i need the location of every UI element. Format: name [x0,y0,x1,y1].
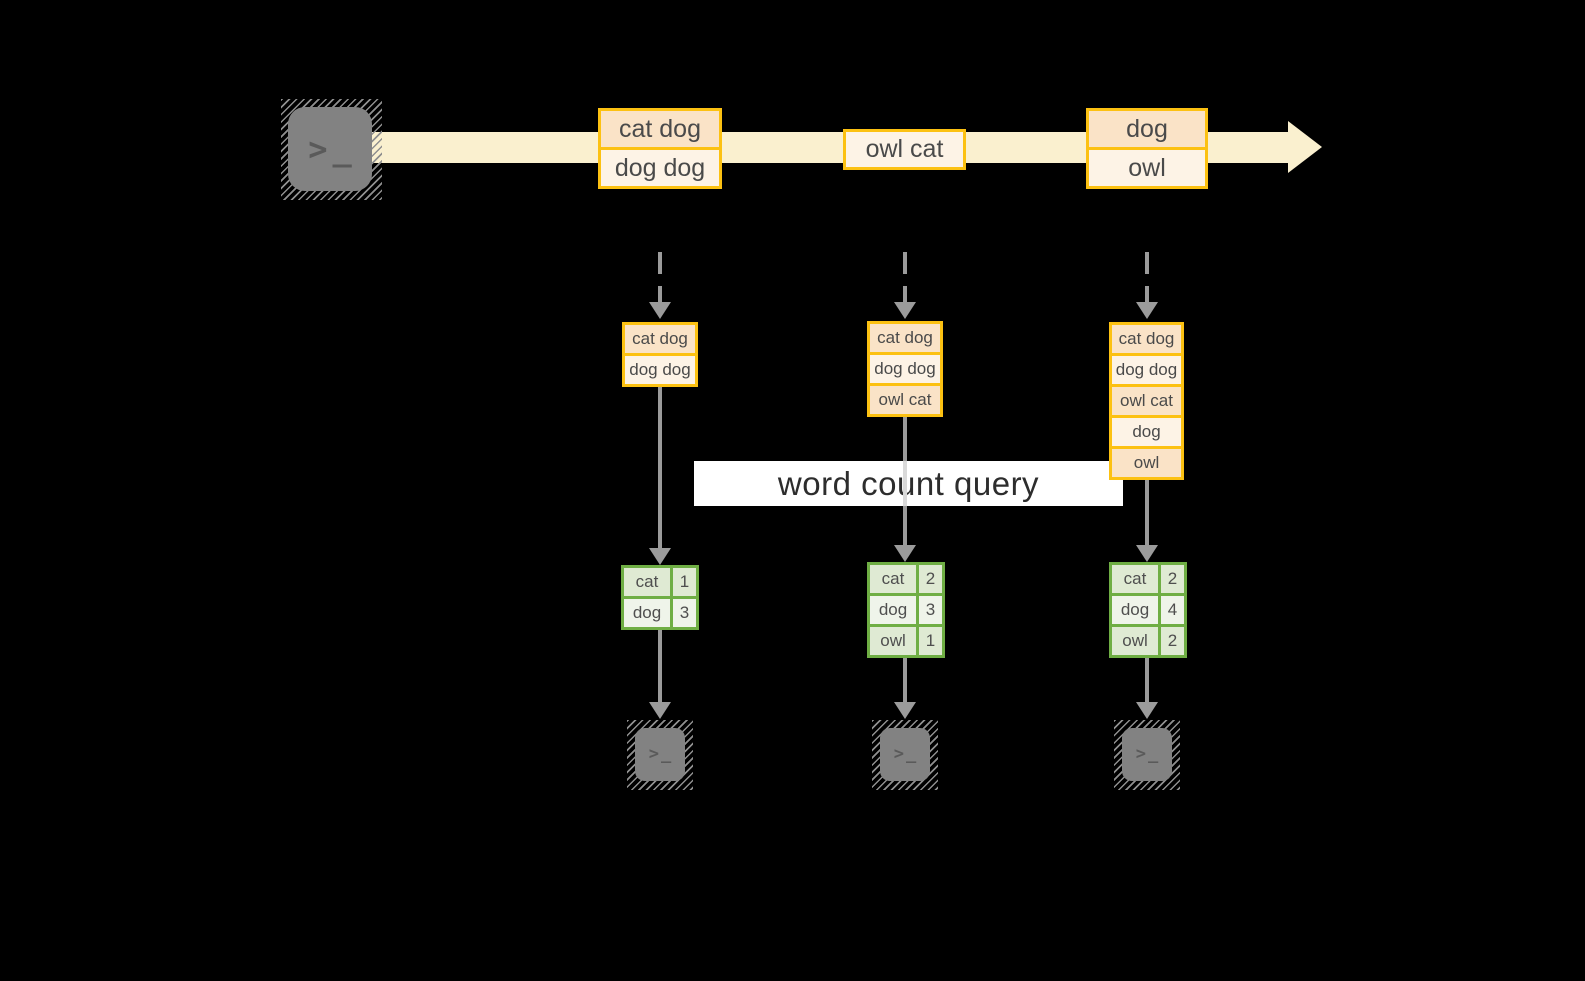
count-word-cell: cat [1112,565,1158,593]
buffer-cell: dog dog [625,353,695,384]
query-band: word count query [694,461,1123,506]
output-arrow-line [658,630,662,702]
query-arrow-head-icon [649,548,671,565]
query-arrow-through-band [903,461,907,506]
count-value-cell: 3 [919,596,942,624]
count-word-cell: owl [870,627,916,655]
ingest-arrow-line [658,252,662,302]
ingest-arrow-line [903,252,907,302]
record-cell: owl [1089,147,1205,186]
buffer-cell: dog dog [870,352,940,383]
buffer-cell: cat dog [870,324,940,352]
count-table-2: cat 2 dog 3 owl 1 [867,562,945,658]
count-value-cell: 2 [1161,627,1184,655]
query-band-label: word count query [777,464,1040,502]
count-value-cell: 1 [673,568,696,596]
output-arrow-head-icon [649,702,671,719]
count-table-1: cat 1 dog 3 [621,565,699,630]
ingest-arrow-head-icon [1136,302,1158,319]
record-cell: cat dog [601,111,719,147]
count-value-cell: 2 [1161,565,1184,593]
buffer-cell: owl cat [1112,384,1181,415]
buffer-cell: cat dog [625,325,695,353]
terminal-icon: >_ [288,107,372,191]
count-word-cell: dog [624,599,670,627]
buffer-stack-2: cat dog dog dog owl cat [867,321,943,417]
stream-record-box-2: owl cat [843,129,966,170]
stream-record-box-1: cat dog dog dog [598,108,722,189]
buffer-cell: dog [1112,415,1181,446]
buffer-cell: owl cat [870,383,940,414]
prompt-icon: >_ [308,130,352,168]
count-value-cell: 2 [919,565,942,593]
output-arrow-head-icon [1136,702,1158,719]
buffer-cell: cat dog [1112,325,1181,353]
buffer-stack-1: cat dog dog dog [622,322,698,387]
record-cell: dog [1089,111,1205,147]
buffer-cell: owl [1112,446,1181,477]
count-word-cell: cat [870,565,916,593]
query-arrow-head-icon [1136,545,1158,562]
terminal-icon: >_ [1122,728,1172,781]
output-arrow-line [903,658,907,702]
count-word-cell: cat [624,568,670,596]
stream-record-box-3: dog owl [1086,108,1208,189]
output-arrow-line [1145,658,1149,702]
query-arrow-line [658,385,662,548]
prompt-icon: >_ [1135,744,1159,764]
ingest-arrow-head-icon [894,302,916,319]
buffer-cell: dog dog [1112,353,1181,384]
prompt-icon: >_ [893,744,917,764]
query-arrow-line [1145,478,1149,545]
buffer-stack-3: cat dog dog dog owl cat dog owl [1109,322,1184,480]
ingest-arrow-head-icon [649,302,671,319]
output-arrow-head-icon [894,702,916,719]
count-table-3: cat 2 dog 4 owl 2 [1109,562,1187,658]
stream-arrow-head-icon [1288,121,1322,173]
query-arrow-head-icon [894,545,916,562]
record-cell: dog dog [601,147,719,186]
count-value-cell: 1 [919,627,942,655]
ingest-arrow-line [1145,252,1149,302]
count-word-cell: dog [870,596,916,624]
prompt-icon: >_ [648,744,672,764]
count-value-cell: 3 [673,599,696,627]
count-word-cell: dog [1112,596,1158,624]
record-cell: owl cat [846,132,963,167]
count-word-cell: owl [1112,627,1158,655]
terminal-icon: >_ [635,728,685,781]
terminal-icon: >_ [880,728,930,781]
count-value-cell: 4 [1161,596,1184,624]
